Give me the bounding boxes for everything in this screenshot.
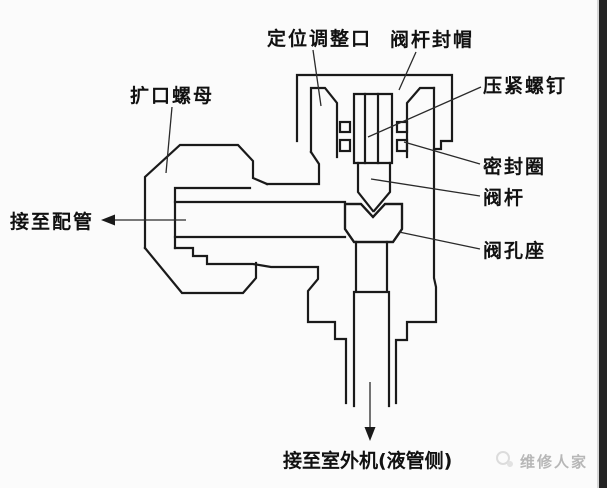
left-arrow-icon <box>101 214 186 226</box>
seal-ring-shape <box>338 120 409 153</box>
compression-screw-shape <box>352 92 394 165</box>
valve-body-outline <box>143 73 454 408</box>
bonnet-left-base <box>265 150 321 186</box>
label-compression-screw: 压紧螺钉 <box>483 74 567 97</box>
label-flare-nut: 扩口螺母 <box>130 85 214 107</box>
label-seal-ring: 密封圈 <box>483 155 546 178</box>
valve-seat-hatched <box>343 202 404 244</box>
label-positioning-port: 定位调整口 <box>267 27 372 50</box>
labels: 定位调整口 阀杆封帽 压紧螺钉 密封圈 阀杆 阀孔座 扩口螺母 接至配管 接至室… <box>10 27 567 472</box>
label-valve-seat: 阀孔座 <box>483 239 546 262</box>
body-right-wall <box>394 86 438 405</box>
down-arrow-icon <box>364 382 376 441</box>
right-edge-strip <box>597 0 607 488</box>
vertical-bore-and-tube <box>352 240 391 408</box>
label-valve-stem: 阀杆 <box>483 186 525 209</box>
valve-stem-shape <box>356 161 392 213</box>
leader-lines <box>165 49 482 250</box>
body-underside-steps <box>173 246 348 405</box>
watermark-text: 维修人家 <box>520 453 588 471</box>
watermark: 维修人家 <box>496 451 588 471</box>
label-to-outdoor-unit: 接至室外机(液管侧) <box>283 449 452 472</box>
valve-seat-edge <box>343 202 404 244</box>
cover-outline <box>295 73 454 151</box>
horizontal-bore <box>173 200 347 239</box>
bonnet-left <box>309 86 339 159</box>
label-stem-seal-cap: 阀杆封帽 <box>390 28 474 51</box>
label-to-piping: 接至配管 <box>10 210 94 233</box>
watermark-logo-icon <box>496 451 513 467</box>
flare-nut-shape <box>143 143 269 295</box>
